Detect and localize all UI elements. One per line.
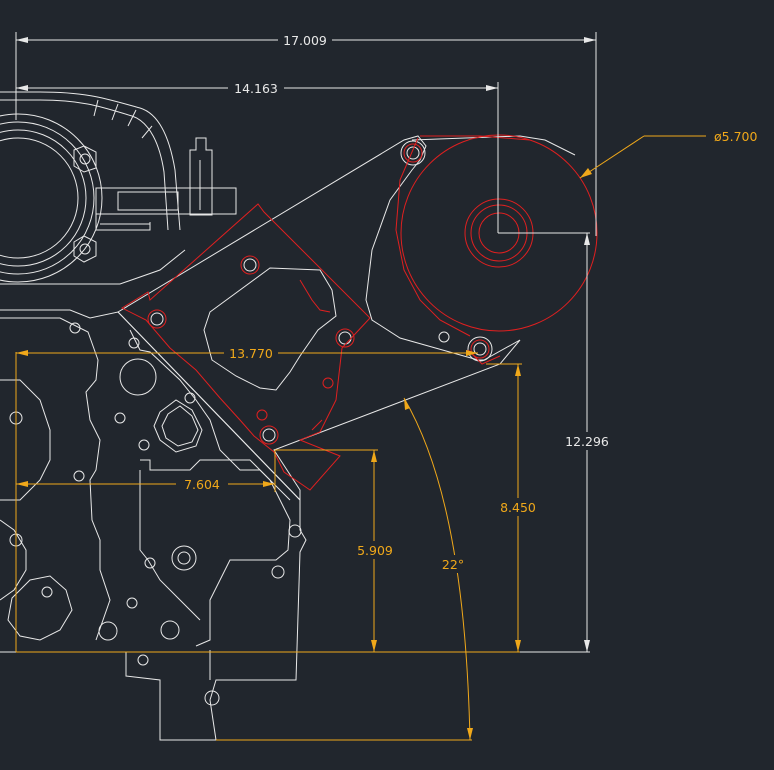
block-holes — [9, 322, 302, 706]
dim-label-pivot-offset: 13.770 — [229, 346, 273, 361]
dim-label-mount-height: 8.450 — [500, 500, 536, 515]
water-pump-housing — [0, 91, 237, 285]
engine-block — [0, 91, 307, 741]
dim-label-bracket-angle: 22° — [442, 557, 464, 572]
dim-overall-width: 17.009 — [15, 31, 597, 236]
dim-label-lower-bolt-offset: 7.604 — [184, 477, 220, 492]
dim-pulley-height: 12.296 — [562, 233, 612, 652]
dim-baseline — [15, 352, 590, 653]
dim-pivot-offset: 13.770 — [16, 344, 478, 362]
dim-label-lower-bolt-height: 5.909 — [357, 543, 393, 558]
dim-label-overall-width: 17.009 — [283, 33, 327, 48]
dim-label-alternator-center: 14.163 — [234, 81, 278, 96]
dim-alternator-center: 14.163 — [16, 79, 590, 234]
dim-mount-height: 8.450 — [486, 363, 540, 652]
alternator-red — [120, 134, 598, 491]
dim-label-pulley-diameter: ø5.700 — [714, 129, 757, 144]
dim-lower-bolt-offset: 7.604 — [16, 450, 276, 493]
block-outline — [0, 309, 307, 741]
dim-bracket-angle: 22° — [216, 397, 473, 741]
dim-lower-bolt-height: 5.909 — [275, 449, 398, 652]
dim-pulley-diameter: ø5.700 — [579, 129, 757, 179]
dim-label-pulley-height: 12.296 — [565, 434, 609, 449]
alternator-bracket — [117, 135, 576, 502]
